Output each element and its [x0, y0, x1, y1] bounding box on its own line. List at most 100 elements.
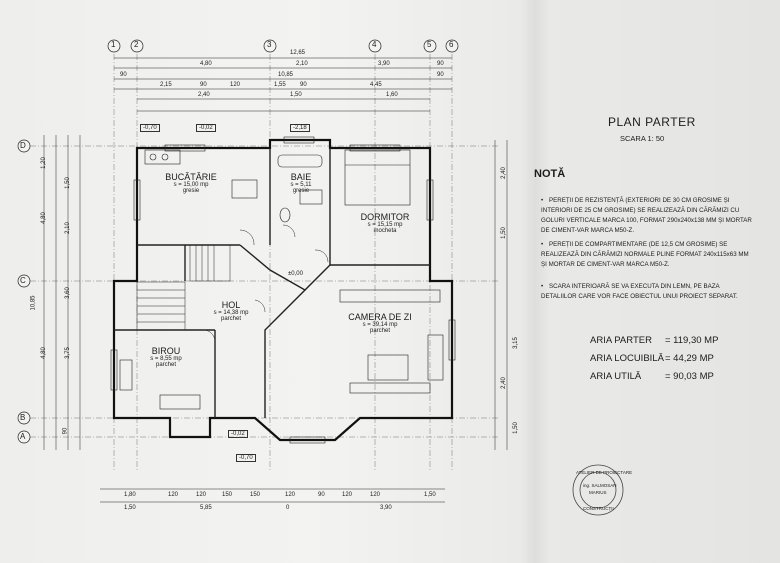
- room-name: BUCĂTĂRIE: [165, 172, 217, 182]
- dim-left: 1,20: [40, 157, 47, 169]
- stamp-text: ATELIER DE PROIECTARE: [576, 470, 633, 475]
- dim-bottom: 0: [286, 505, 290, 511]
- dim-bottom: 90: [318, 492, 325, 498]
- top-dimension-lines: [114, 57, 452, 112]
- exterior-walls: [112, 138, 454, 442]
- room-hol: HOL s = 14,38 mp parchet: [196, 300, 266, 322]
- room-area: s = 14,38 mp: [213, 310, 249, 316]
- dim-right: 2,40: [500, 377, 507, 389]
- axis-markers: [17, 39, 459, 444]
- room-area: s = 5,11: [290, 182, 312, 188]
- dim-bottom: 120: [196, 492, 207, 498]
- axis-label-2: 2: [134, 40, 139, 49]
- bottom-dimension-lines: [100, 488, 445, 503]
- axis-label-c: C: [20, 276, 26, 285]
- axis-label-4: 4: [372, 40, 377, 49]
- area-label: ARIA LOCUIBILĂ: [590, 353, 664, 364]
- interior-walls: [114, 148, 430, 418]
- dim-bottom: 120: [370, 492, 381, 498]
- dim-top: 4,45: [370, 82, 382, 88]
- axis-label-5: 5: [427, 40, 432, 49]
- dim-left: 3,60: [64, 287, 71, 299]
- windows: [110, 136, 456, 444]
- dim-top: 2,15: [160, 82, 172, 88]
- stamp-text: ing. SALMOSAN: [583, 483, 617, 488]
- level-marker: -2,18: [290, 124, 310, 132]
- doors: [204, 224, 329, 343]
- dim-top: 90: [437, 61, 444, 67]
- dim-left: 4,80: [40, 347, 47, 359]
- area-value: = 119,30 MP: [665, 335, 719, 346]
- furniture: [119, 149, 444, 410]
- dim-top: 90: [437, 72, 444, 78]
- note-text: SCARA INTERIOARĂ SE VA EXECUTA DIN LEMN,…: [541, 283, 738, 300]
- stairs: [136, 244, 231, 331]
- dim-bottom: 150: [250, 492, 261, 498]
- room-name: BIROU: [151, 346, 181, 356]
- dim-bottom: 120: [342, 492, 353, 498]
- sheet-scale: SCARA 1: 50: [620, 134, 665, 143]
- area-label: ARIA PARTER: [590, 335, 652, 346]
- level-marker: -0,70: [140, 124, 160, 132]
- room-floor: parchet: [220, 316, 241, 322]
- dim-bottom: 5,85: [200, 505, 212, 511]
- nota-title: NOTĂ: [534, 168, 566, 180]
- right-dimension-lines: [494, 140, 508, 450]
- room-name: HOL: [221, 300, 241, 310]
- dim-top: 3,90: [378, 61, 390, 67]
- room-floor: parchet: [369, 328, 390, 334]
- dim-right: 2,40: [500, 167, 507, 179]
- dim-bottom: 1,50: [124, 505, 136, 511]
- dim-bottom: 120: [285, 492, 296, 498]
- dim-top: 120: [230, 82, 241, 88]
- area-value: = 90,03 MP: [665, 371, 714, 382]
- dim-left: 3,75: [64, 347, 71, 359]
- room-area: s = 8,55 mp: [150, 356, 182, 362]
- level-marker: -0,02: [228, 430, 248, 438]
- note-3: •SCARA INTERIOARĂ SE VA EXECUTA DIN LEMN…: [541, 283, 738, 300]
- room-floor: gresie: [292, 188, 310, 194]
- room-area: s = 15,15 mp: [367, 222, 403, 228]
- room-dormitor: DORMITOR s = 15,15 mp mocheta: [345, 212, 425, 234]
- note-text: PEREȚII DE REZISTENȚĂ (EXTERIORI DE 30 C…: [541, 197, 752, 234]
- area-label: ARIA UTILĂ: [590, 371, 642, 382]
- stamp-seal: [572, 464, 624, 516]
- axis-label-b: B: [20, 413, 26, 422]
- room-bucatarie: BUCĂTĂRIE s = 15,00 mp gresie: [156, 172, 226, 194]
- dim-top: 90: [200, 82, 207, 88]
- dim-top: 90: [120, 72, 127, 78]
- dim-bottom: 120: [168, 492, 179, 498]
- axis-label-3: 3: [267, 40, 272, 49]
- left-dimension-lines: [43, 135, 81, 450]
- note-text: PEREȚII DE COMPARTIMENTARE (DE 12,5 CM G…: [541, 241, 749, 268]
- dim-bottom: 150: [222, 492, 233, 498]
- room-floor: gresie: [182, 188, 200, 194]
- stamp-text: CONSTRUCȚII: [583, 506, 614, 511]
- dim-bottom: 1,50: [424, 492, 436, 498]
- dim-top-total: 12,65: [290, 50, 306, 56]
- room-name: DORMITOR: [360, 212, 410, 222]
- paper-fold: [520, 0, 550, 563]
- axis-label-6: 6: [449, 40, 454, 49]
- level-marker: ±0,00: [288, 271, 303, 277]
- dim-top: 1,60: [386, 92, 398, 98]
- room-birou: BIROU s = 8,55 mp parchet: [136, 346, 196, 368]
- dim-top: 2,10: [296, 61, 308, 67]
- room-baie: BAIE s = 5,11 gresie: [276, 172, 326, 194]
- level-marker: -0,70: [236, 454, 256, 462]
- axis-label-d: D: [20, 141, 26, 150]
- dim-right: 3,15: [512, 337, 519, 349]
- dim-top: 90: [300, 82, 307, 88]
- axis-label-a: A: [20, 432, 26, 441]
- dim-right: 1,50: [512, 422, 519, 434]
- room-area: s = 15,00 mp: [173, 182, 209, 188]
- room-floor: mocheta: [373, 228, 397, 234]
- room-floor: parchet: [155, 362, 176, 368]
- room-area: s = 39,14 mp: [362, 322, 398, 328]
- dim-left: 2,10: [64, 222, 71, 234]
- note-2: •PEREȚII DE COMPARTIMENTARE (DE 12,5 CM …: [541, 241, 749, 268]
- dim-left: 10,85: [30, 295, 37, 311]
- room-name: BAIE: [290, 172, 312, 182]
- dim-top: 1,50: [290, 92, 302, 98]
